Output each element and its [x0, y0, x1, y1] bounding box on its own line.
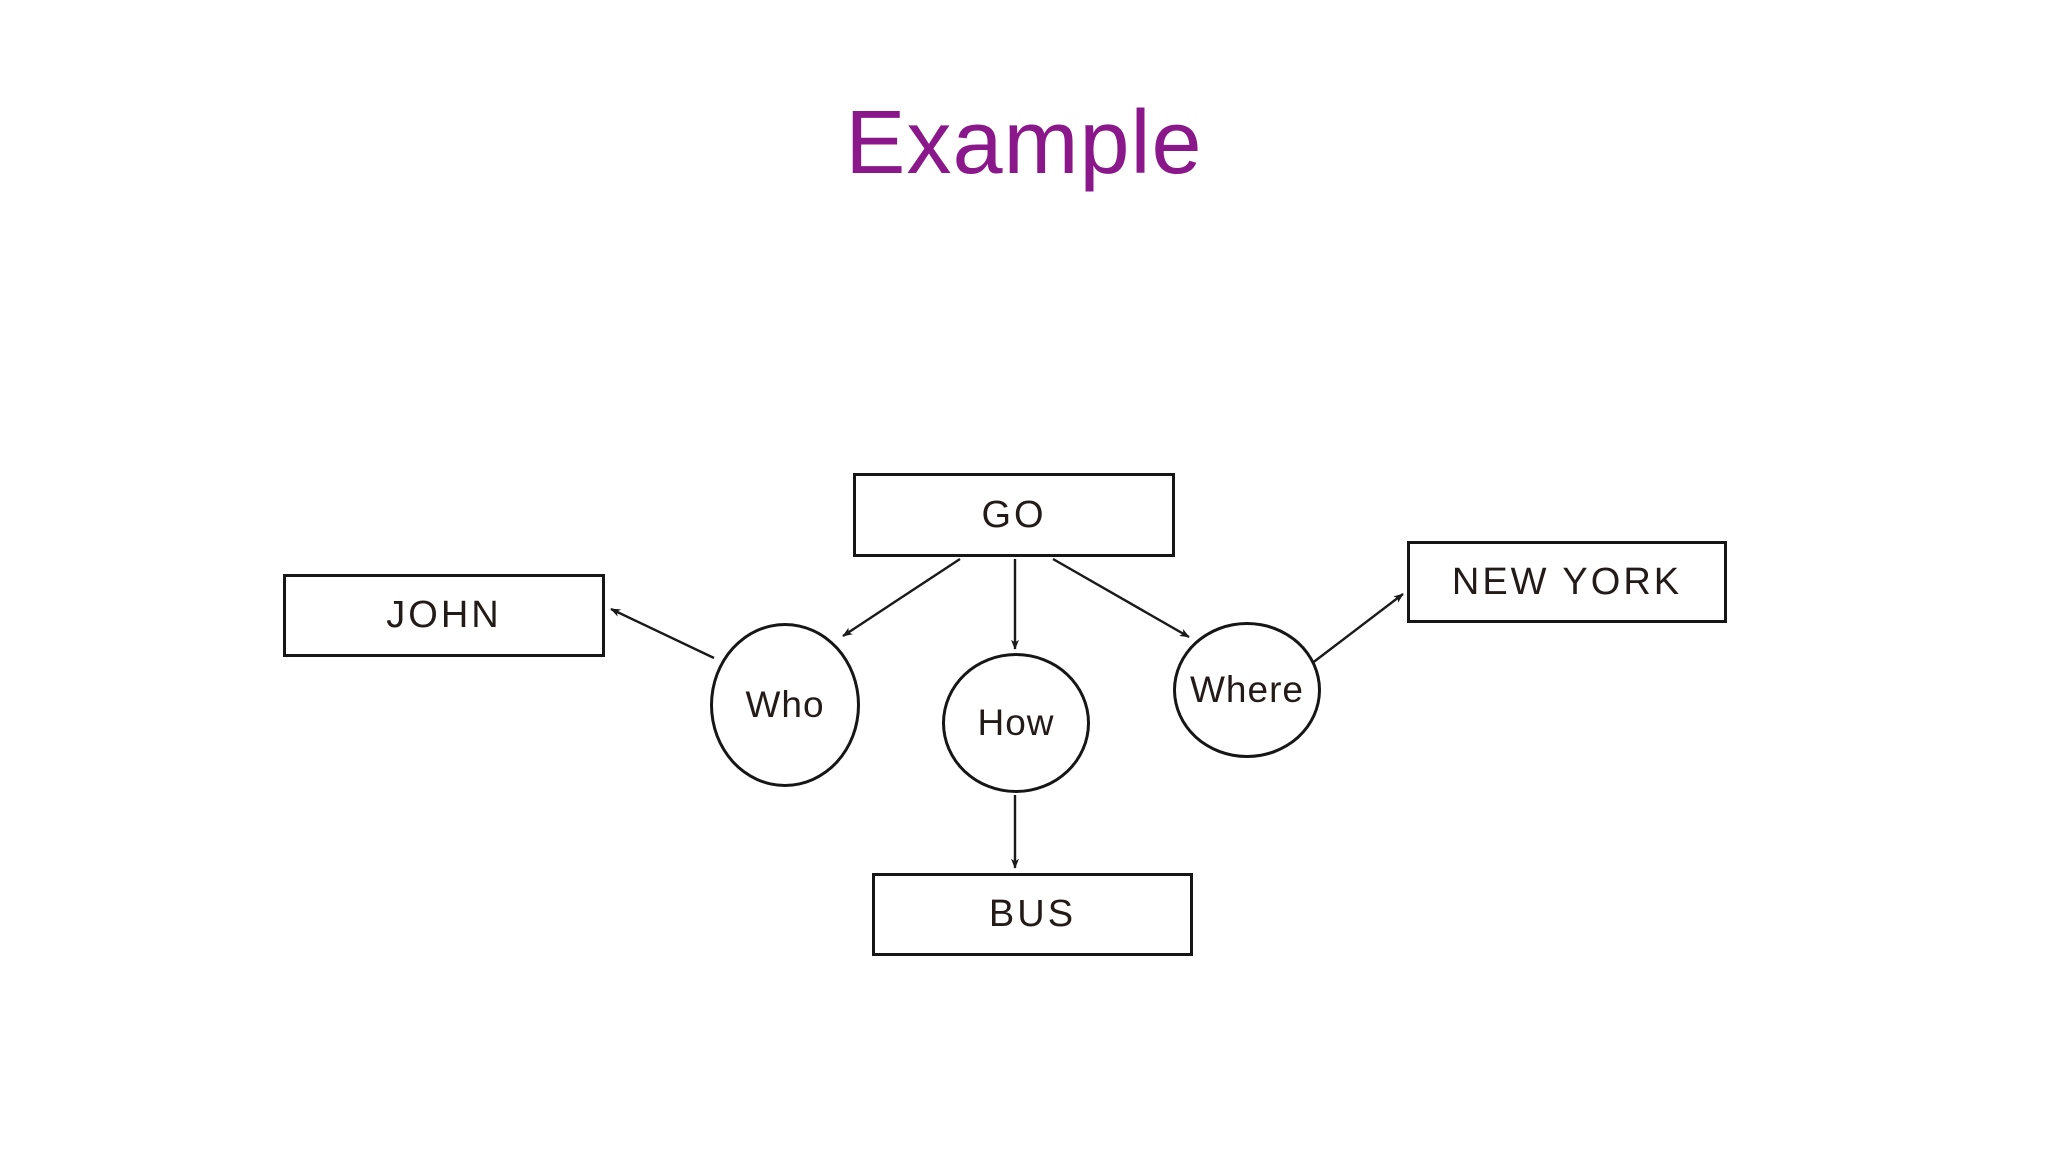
slide-title: Example	[845, 93, 1203, 193]
node-label-who: Who	[745, 684, 825, 725]
node-circle-where: Where	[1173, 622, 1321, 758]
node-label-bus: BUS	[988, 893, 1077, 935]
node-circle-who: Who	[710, 623, 860, 787]
edge-who-john	[610, 607, 715, 660]
node-label-how: How	[977, 702, 1055, 743]
node-label-where: Where	[1190, 669, 1304, 710]
node-box-john: JOHN	[283, 574, 605, 657]
node-box-go: GO	[853, 473, 1175, 557]
node-box-new-york: NEW YORK	[1407, 541, 1727, 623]
node-box-bus: BUS	[872, 873, 1193, 956]
node-label-john: JOHN	[386, 594, 502, 636]
edge-go-who	[842, 557, 961, 638]
edge-where-newyork	[1310, 593, 1404, 665]
edge-go-where	[1052, 557, 1190, 639]
node-circle-how: How	[942, 653, 1090, 793]
node-label-go: GO	[981, 493, 1047, 536]
node-label-new-york: NEW YORK	[1451, 560, 1683, 603]
